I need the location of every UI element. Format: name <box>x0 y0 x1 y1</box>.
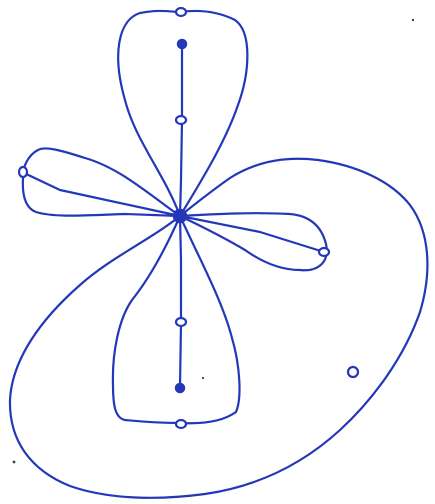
center-vertex <box>174 210 187 223</box>
large-outer-loop-open-vertex <box>348 367 358 377</box>
top-petal-filled-vertex <box>178 40 187 49</box>
paper-speck <box>13 461 16 464</box>
top-petal-spine <box>180 44 182 216</box>
left-petal-outline <box>23 148 180 216</box>
top-petal-open-vertex-outer <box>176 8 186 16</box>
large-outer-loop-outline <box>10 159 427 498</box>
left-petal-loop <box>19 148 180 216</box>
paper-speck <box>202 377 204 379</box>
bottom-petal-spine <box>180 216 181 388</box>
paper-speck <box>412 19 414 21</box>
bottom-petal-open-vertex-outer <box>176 420 186 428</box>
bottom-petal-filled-vertex <box>176 384 185 393</box>
left-petal-spine <box>22 172 180 216</box>
bottom-petal-open-vertex-inner <box>176 318 186 326</box>
right-petal-spine <box>180 216 324 252</box>
right-petal-open-vertex <box>319 248 329 256</box>
large-outer-loop <box>10 159 427 498</box>
top-petal-open-vertex-inner <box>176 116 186 124</box>
left-petal-open-vertex <box>19 167 27 177</box>
